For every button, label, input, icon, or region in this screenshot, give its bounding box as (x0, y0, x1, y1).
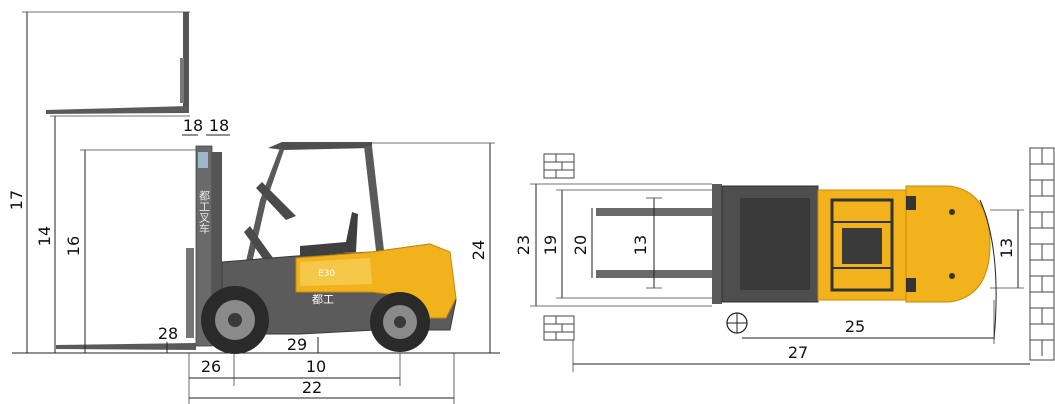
wheelbase-label: 10 (306, 357, 326, 376)
fork-thickness-label: 18 (183, 116, 203, 135)
side-view: 都工叉车 E30 都工 (7, 11, 500, 404)
top-view: 23 19 20 13 13 25 27 (514, 147, 1055, 372)
top-dimension-lines (530, 183, 1030, 372)
lowered-fork-icon (56, 343, 196, 350)
model-badge: E30 (318, 269, 335, 279)
brick-wall-top-left-icon (543, 153, 575, 179)
brick-wall-right-icon (1029, 147, 1055, 361)
fork-spread-outer-label: 20 (571, 235, 590, 255)
fork-spread-inner-label: 13 (631, 235, 650, 255)
rear-width-label: 13 (997, 238, 1016, 258)
right-angle-stacking-aisle-label: 27 (788, 343, 808, 362)
body-logo: 都工 (312, 293, 334, 306)
raised-fork-icon (46, 12, 189, 114)
top-forks-icon (596, 208, 714, 278)
overall-length-label: 22 (302, 378, 322, 397)
fork-offset-label: 18 (209, 116, 229, 135)
turning-center-icon (726, 312, 748, 334)
dimension-lines-horizontal (182, 134, 455, 404)
mast-brand-label: 都工叉车 (198, 190, 211, 235)
fork-rest-height-label: 28 (158, 324, 178, 343)
dimension-lines-vertical (22, 11, 495, 353)
brick-wall-bottom-left-icon (543, 315, 575, 341)
rear-wheel-icon (370, 292, 430, 352)
ground-clearance-label: 29 (287, 335, 307, 354)
overhead-guard-height-label: 24 (469, 240, 488, 260)
overall-width-label: 23 (514, 235, 533, 255)
front-overhang-label: 26 (201, 357, 221, 376)
mast-icon: 都工叉车 (186, 145, 222, 347)
top-truck-body-icon (712, 184, 991, 304)
free-lift-height-label: 16 (64, 236, 83, 256)
turning-radius-label: 25 (845, 317, 865, 336)
overall-mast-height-label: 14 (35, 226, 54, 246)
seat-and-steering-icon (244, 182, 358, 266)
carriage-width-label: 19 (541, 235, 560, 255)
front-wheel-icon (201, 286, 269, 354)
turning-arc (979, 199, 997, 341)
max-lift-height-label: 17 (7, 190, 26, 210)
